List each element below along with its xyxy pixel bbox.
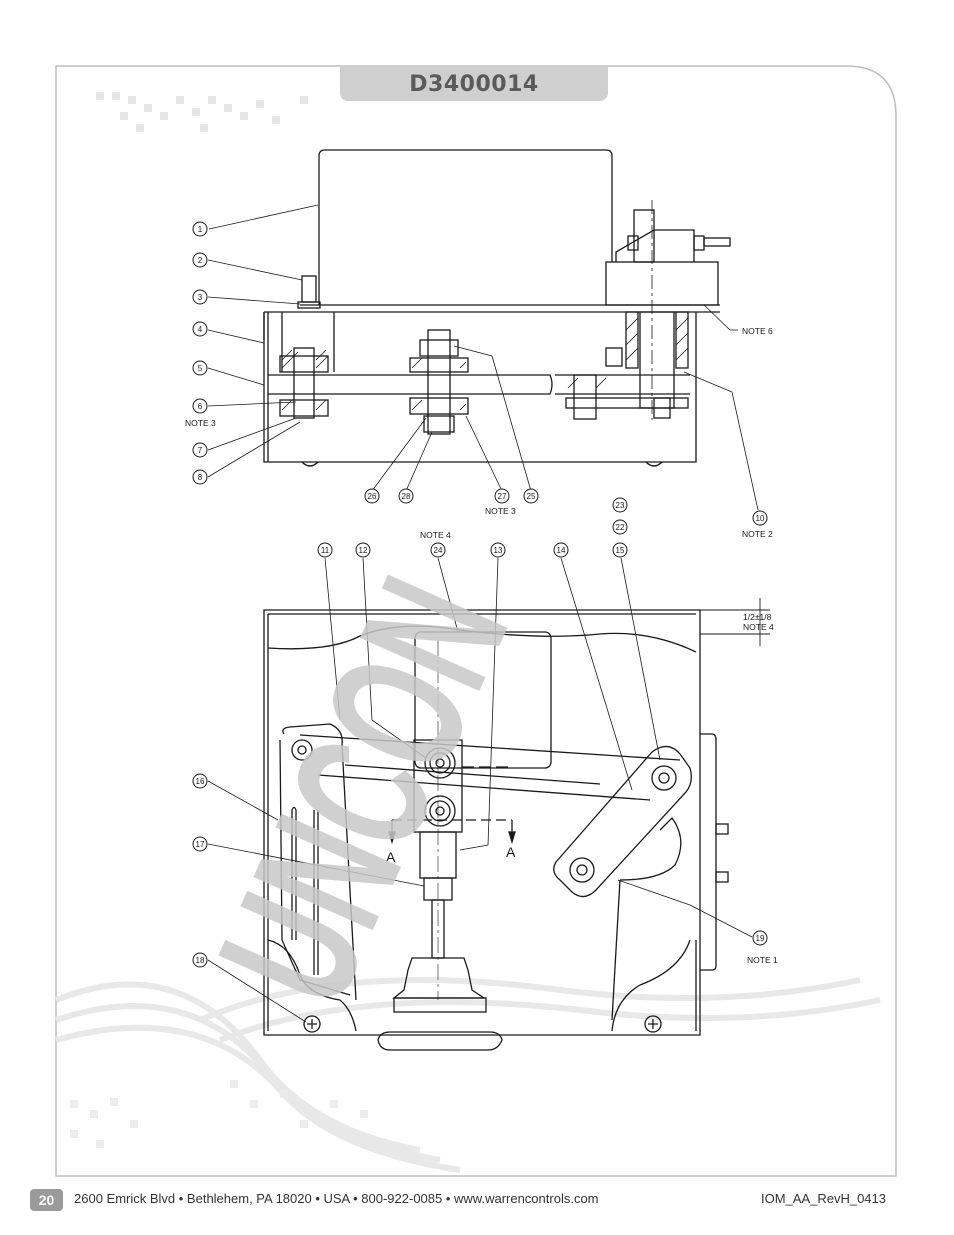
footer-document-id: IOM_AA_RevH_0413	[760, 1191, 886, 1206]
callout-13: 13	[494, 546, 503, 555]
stud-left	[293, 347, 315, 419]
callout-1: 1	[198, 225, 203, 234]
note-4-top: NOTE 4	[420, 530, 451, 540]
callout-11: 11	[321, 546, 330, 555]
callout-14: 14	[557, 546, 566, 555]
callout-19: 19	[756, 934, 765, 943]
callout-27: 27	[498, 492, 507, 501]
leader-lines	[207, 204, 759, 1023]
cover-window	[414, 631, 552, 769]
drawing-number-tab: D3400014	[340, 67, 608, 101]
coupling-block	[605, 261, 719, 306]
decor-pixels-top	[96, 92, 308, 132]
watermark-text: UNCON	[179, 551, 548, 1032]
note-4-dim: NOTE 4	[743, 622, 774, 632]
stud-center	[427, 329, 451, 435]
top-elevation-view	[263, 149, 731, 467]
hatching-top	[281, 317, 689, 411]
note-6: NOTE 6	[742, 326, 773, 336]
callout-5: 5	[198, 364, 203, 373]
callout-28: 28	[402, 492, 411, 501]
actuator-housing	[318, 149, 613, 305]
callout-23: 23	[616, 501, 625, 510]
section-label-right: A	[506, 844, 516, 860]
callout-12: 12	[359, 546, 368, 555]
callout-numbers: 1 2 3 4 5 6 7 8 26 28 27 25 23 22 15 10 …	[196, 225, 765, 965]
decor-pixels-bottom	[70, 1080, 368, 1148]
callout-26: 26	[368, 492, 377, 501]
callout-17: 17	[196, 840, 205, 849]
note-2: NOTE 2	[742, 529, 773, 539]
bolt-2	[301, 275, 317, 303]
callout-16: 16	[196, 777, 205, 786]
dimension-text: 1/2±1/8	[743, 612, 772, 622]
callout-22: 22	[616, 523, 625, 532]
callout-24: 24	[434, 546, 443, 555]
section-label-left: A	[386, 849, 396, 865]
decor-swoosh	[54, 977, 881, 1173]
callout-2: 2	[198, 256, 203, 265]
front-elevation-view	[263, 609, 729, 1051]
callout-18: 18	[196, 956, 205, 965]
page-number-badge: 20	[30, 1189, 63, 1211]
callout-4: 4	[198, 325, 203, 334]
section-labels: A A	[386, 844, 516, 865]
crank-arm	[553, 745, 692, 898]
footer-address: 2600 Emrick Blvd • Bethlehem, PA 18020 •…	[74, 1191, 599, 1206]
note-3-left: NOTE 3	[185, 418, 216, 428]
callout-6: 6	[198, 402, 203, 411]
callout-circles	[192, 221, 768, 968]
housing-outline	[263, 609, 701, 1036]
callout-10: 10	[756, 514, 765, 523]
callout-3: 3	[198, 293, 203, 302]
dimension-lines	[700, 598, 770, 646]
callout-15: 15	[616, 546, 625, 555]
note-3-center: NOTE 3	[485, 506, 516, 516]
note-1: NOTE 1	[747, 955, 778, 965]
callout-25: 25	[527, 492, 536, 501]
callout-8: 8	[198, 473, 203, 482]
notes: NOTE 3 NOTE 3 NOTE 6 NOTE 2 NOTE 4 1/2±1…	[185, 326, 778, 965]
callout-7: 7	[198, 446, 203, 455]
